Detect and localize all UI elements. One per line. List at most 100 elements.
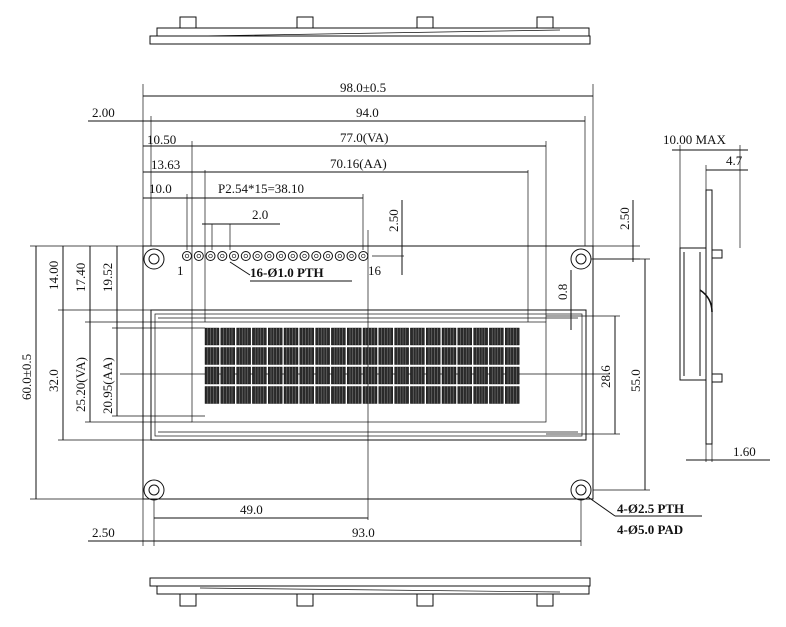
character-cell [283, 327, 299, 346]
dim-left-edge: 2.00 [92, 105, 115, 120]
dim-side-47: 4.7 [726, 153, 743, 168]
character-cell [268, 327, 283, 346]
character-cell [268, 386, 283, 404]
mounting-hole-bottom-left [143, 479, 165, 501]
character-cell [362, 347, 378, 365]
dim-pin-top: 2.50 [386, 209, 401, 232]
dim-overall-height: 60.0±0.5 [19, 354, 34, 400]
character-cell [410, 327, 425, 346]
character-cell [394, 347, 409, 365]
character-cell [410, 386, 425, 404]
dim-pin-pitch-total: P2.54*15=38.10 [218, 181, 304, 196]
side-view: 10.00 MAX 4.7 1.60 [663, 132, 770, 462]
character-cell [473, 347, 488, 365]
dim-va-height: 25.20(VA) [73, 357, 88, 412]
connector-pin-hole [314, 253, 319, 259]
character-cell [426, 327, 441, 346]
connector-pin-hole [231, 253, 237, 259]
character-cells [204, 327, 520, 404]
bottom-dimensions: 49.0 93.0 2.50 4-Ø2.5 PTH 4-Ø5.0 PAD [88, 460, 702, 546]
connector-pin [346, 251, 357, 261]
dim-aa-left: 13.63 [151, 157, 180, 172]
pin-note: 16-Ø1.0 PTH [250, 265, 324, 280]
connector-pin [323, 251, 333, 261]
character-cell [378, 366, 393, 385]
dim-side-max: 10.00 MAX [663, 132, 726, 147]
character-cell [315, 327, 330, 346]
character-cell [505, 366, 520, 385]
right-dimensions: 28.6 55.0 0.8 [546, 258, 650, 491]
connector-pin-hole [208, 253, 213, 259]
dim-active-area-width: 70.16(AA) [330, 156, 387, 171]
connector-pin-hole [243, 253, 248, 259]
dim-hole-top-right: 2.50 [617, 207, 632, 230]
dim-bottom-49: 49.0 [240, 502, 263, 517]
character-cell [204, 327, 220, 346]
character-cell [473, 366, 488, 385]
character-cell [457, 327, 472, 346]
connector-pin [287, 251, 298, 261]
dim-va-left: 10.50 [147, 132, 176, 147]
dim-h-1740: 17.40 [73, 263, 88, 292]
character-cell [220, 366, 236, 385]
character-cell [505, 386, 520, 404]
connector-pins [182, 251, 369, 261]
character-cell [410, 366, 425, 385]
dim-view-area-width: 77.0(VA) [340, 130, 389, 145]
character-cell [441, 386, 457, 404]
character-cell [347, 366, 362, 385]
connector-pin [264, 251, 275, 261]
top-dimensions: 98.0±0.5 94.0 2.00 77.0(VA) 10.50 70.16(… [88, 80, 640, 322]
dim-pin-gap: 2.0 [252, 207, 268, 222]
character-cell [252, 386, 267, 404]
character-cell [204, 347, 220, 365]
hole-note-pth: 4-Ø2.5 PTH [617, 501, 684, 516]
character-cell [331, 386, 346, 404]
character-cell [283, 347, 299, 365]
character-cell [220, 327, 236, 346]
character-cell [441, 366, 457, 385]
character-cell [426, 347, 441, 365]
character-cell [331, 327, 346, 346]
character-cell [394, 386, 409, 404]
connector-pin [182, 251, 192, 261]
dim-bottom-250: 2.50 [92, 525, 115, 540]
connector-pin-hole [302, 253, 307, 259]
pin-last-label: 16 [368, 263, 382, 278]
character-cell [489, 366, 504, 385]
dim-bottom-93: 93.0 [352, 525, 375, 540]
character-cell [473, 327, 488, 346]
character-cell [236, 347, 251, 365]
character-cell [315, 386, 330, 404]
character-cell [505, 327, 520, 346]
dim-aa-height: 20.95(AA) [100, 357, 115, 414]
connector-pin [311, 251, 322, 261]
character-cell [283, 366, 299, 385]
connector-pin [334, 251, 345, 261]
character-cell [220, 386, 236, 404]
character-cell [378, 327, 393, 346]
connector-pin [276, 251, 286, 261]
hole-note-pad: 4-Ø5.0 PAD [617, 522, 683, 537]
dim-side-pcb: 1.60 [733, 444, 756, 459]
top-side-view [149, 16, 591, 45]
character-cell [299, 386, 314, 404]
connector-pin-hole [255, 253, 260, 259]
character-cell [394, 366, 409, 385]
character-cell [457, 347, 472, 365]
character-cell [268, 366, 283, 385]
character-cell [331, 366, 346, 385]
connector-pin [240, 251, 251, 261]
character-cell [362, 386, 378, 404]
mounting-hole-top-left [143, 248, 165, 270]
character-cell [394, 327, 409, 346]
character-cell [204, 366, 220, 385]
character-cell [489, 327, 504, 346]
character-cell [347, 386, 362, 404]
mounting-hole-top-right [570, 248, 592, 270]
connector-pin-hole [267, 253, 272, 259]
connector-pin-hole [184, 253, 190, 259]
character-cell [362, 327, 378, 346]
dim-h-08: 0.8 [555, 284, 570, 300]
